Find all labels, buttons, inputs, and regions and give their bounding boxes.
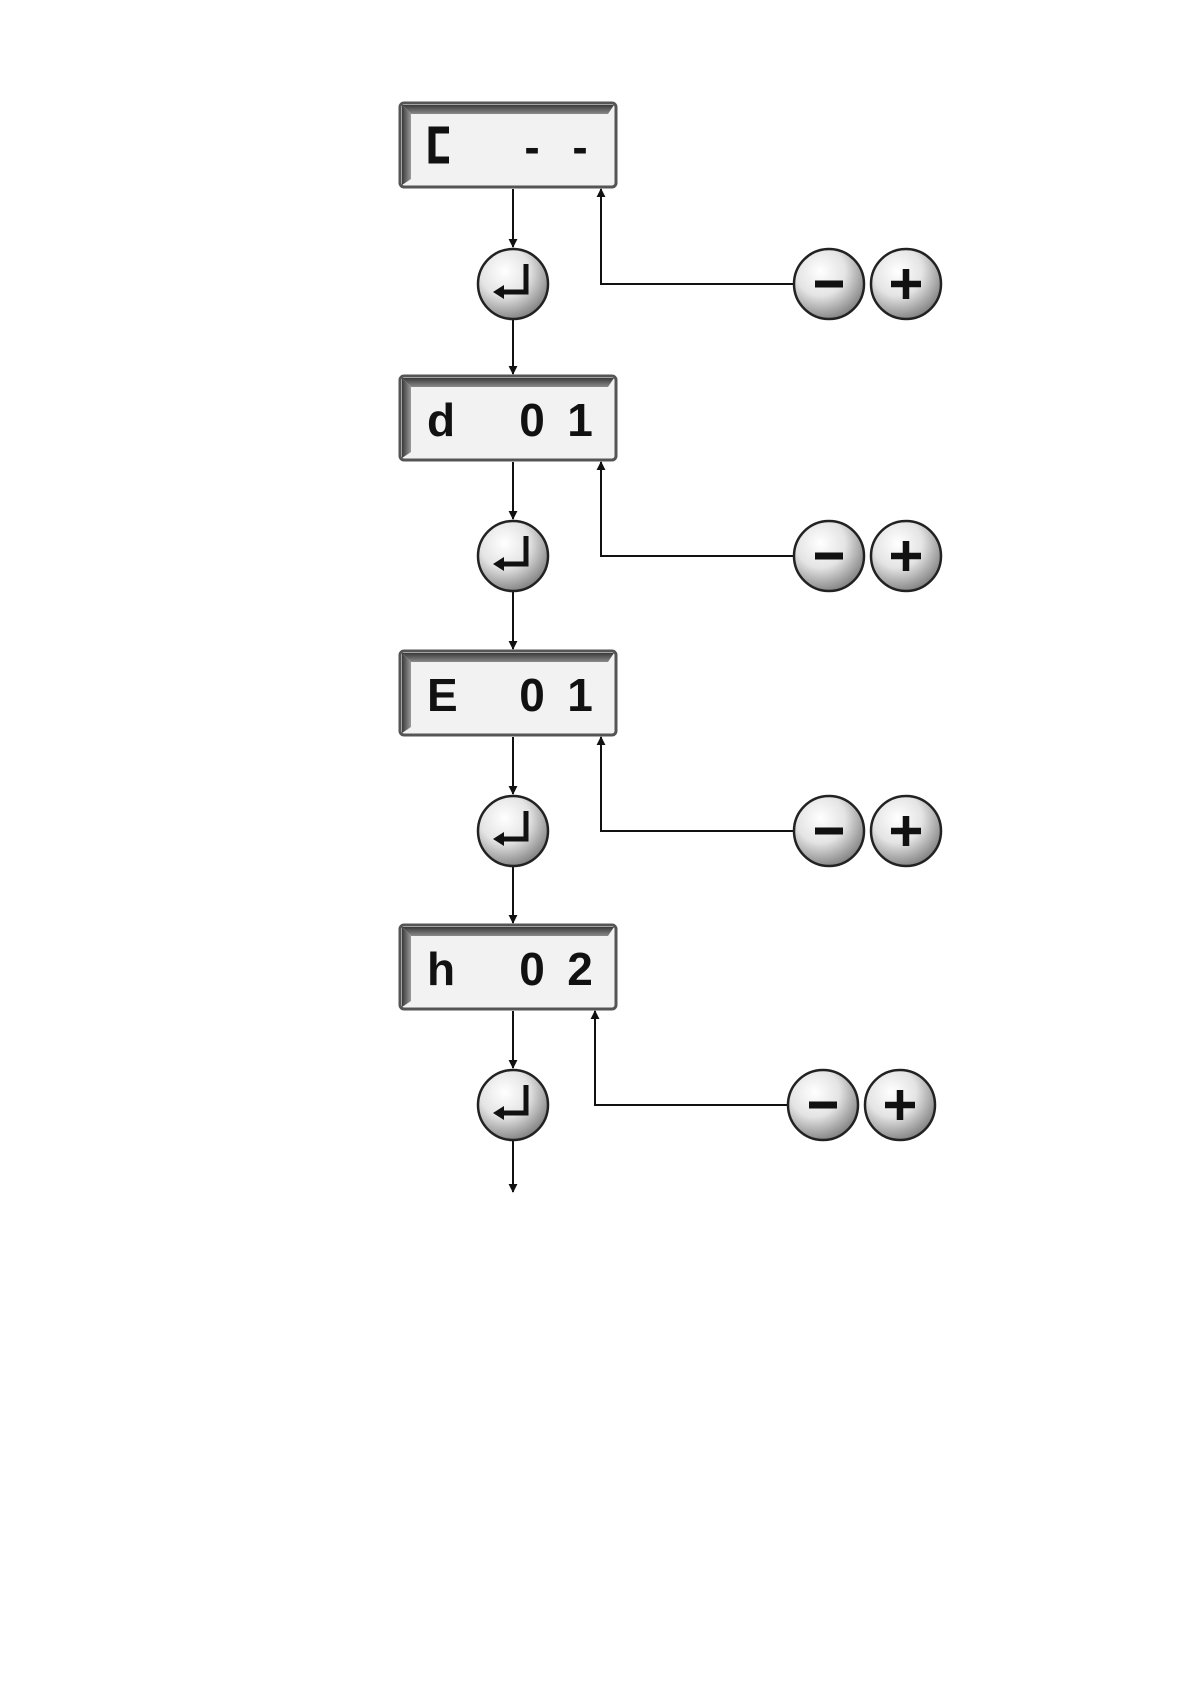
- minus-button[interactable]: [794, 521, 864, 591]
- lcd-bevel-left: [402, 927, 411, 1007]
- lcd-bevel-top: [402, 653, 614, 662]
- lcd-digit-1: 0: [519, 394, 545, 446]
- enter-button-body: [478, 249, 548, 319]
- lcd-digit-2: -: [572, 121, 587, 173]
- enter-button[interactable]: [478, 249, 548, 319]
- lcd-bevel-top: [402, 927, 614, 936]
- minus-icon: [815, 553, 843, 560]
- minus-button[interactable]: [788, 1070, 858, 1140]
- enter-button-body: [478, 521, 548, 591]
- arrow-plus-minus-return: [595, 1011, 788, 1105]
- enter-button[interactable]: [478, 796, 548, 866]
- enter-button-body: [478, 1070, 548, 1140]
- flow-step-1: --: [400, 103, 941, 319]
- lcd-digit-2: 1: [567, 394, 593, 446]
- enter-button[interactable]: [478, 521, 548, 591]
- lcd-digit-1: -: [524, 121, 539, 173]
- arrow-plus-minus-return: [601, 189, 794, 284]
- lcd-bevel-left: [402, 105, 411, 185]
- minus-button[interactable]: [794, 796, 864, 866]
- minus-icon: [809, 1102, 837, 1109]
- enter-button[interactable]: [478, 1070, 548, 1140]
- lcd-left-char: E: [427, 669, 458, 721]
- plus-button[interactable]: [871, 249, 941, 319]
- lcd-digit-2: 1: [567, 669, 593, 721]
- lcd-bevel-left: [402, 653, 411, 733]
- plus-button[interactable]: [871, 521, 941, 591]
- lcd-digit-2: 2: [567, 943, 593, 995]
- lcd-bevel-top: [402, 378, 614, 387]
- lcd-bevel-left: [402, 378, 411, 458]
- arrow-plus-minus-return: [601, 462, 794, 556]
- plus-button[interactable]: [871, 796, 941, 866]
- lcd-display: --: [400, 103, 616, 187]
- lcd-digit-1: 0: [519, 669, 545, 721]
- plus-button[interactable]: [865, 1070, 935, 1140]
- lcd-digit-1: 0: [519, 943, 545, 995]
- enter-button-body: [478, 796, 548, 866]
- arrow-plus-minus-return: [601, 737, 794, 831]
- lcd-left-char: d: [427, 394, 455, 446]
- minus-icon: [815, 281, 843, 288]
- minus-button[interactable]: [794, 249, 864, 319]
- lcd-bevel-top: [402, 105, 614, 114]
- lcd-left-char: h: [427, 943, 455, 995]
- minus-icon: [815, 828, 843, 835]
